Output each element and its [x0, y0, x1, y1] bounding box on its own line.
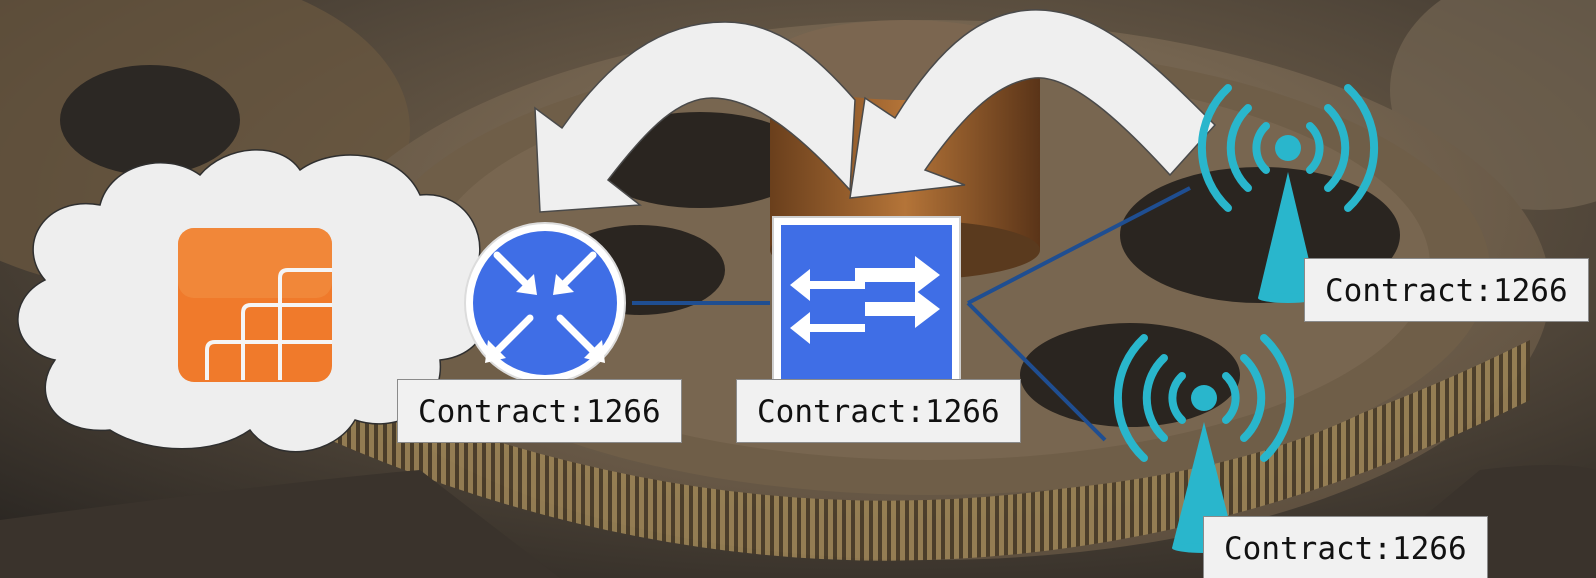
- switch-icon[interactable]: [772, 216, 961, 388]
- switch-label: Contract:1266: [736, 379, 1021, 443]
- router-icon[interactable]: [464, 222, 626, 384]
- router-label: Contract:1266: [397, 379, 682, 443]
- wireless-tower-icon[interactable]: [1197, 84, 1379, 303]
- link-switch-ap1: [967, 186, 1191, 305]
- flow-arrow-ap-to-switch: [849, 9, 1217, 199]
- access-point-1-label: Contract:1266: [1304, 258, 1589, 322]
- access-point-2-label: Contract:1266: [1203, 516, 1488, 578]
- grid-logo-icon[interactable]: [178, 228, 332, 382]
- flow-arrow-switch-to-router: [534, 21, 856, 213]
- link-switch-ap2: [966, 301, 1107, 442]
